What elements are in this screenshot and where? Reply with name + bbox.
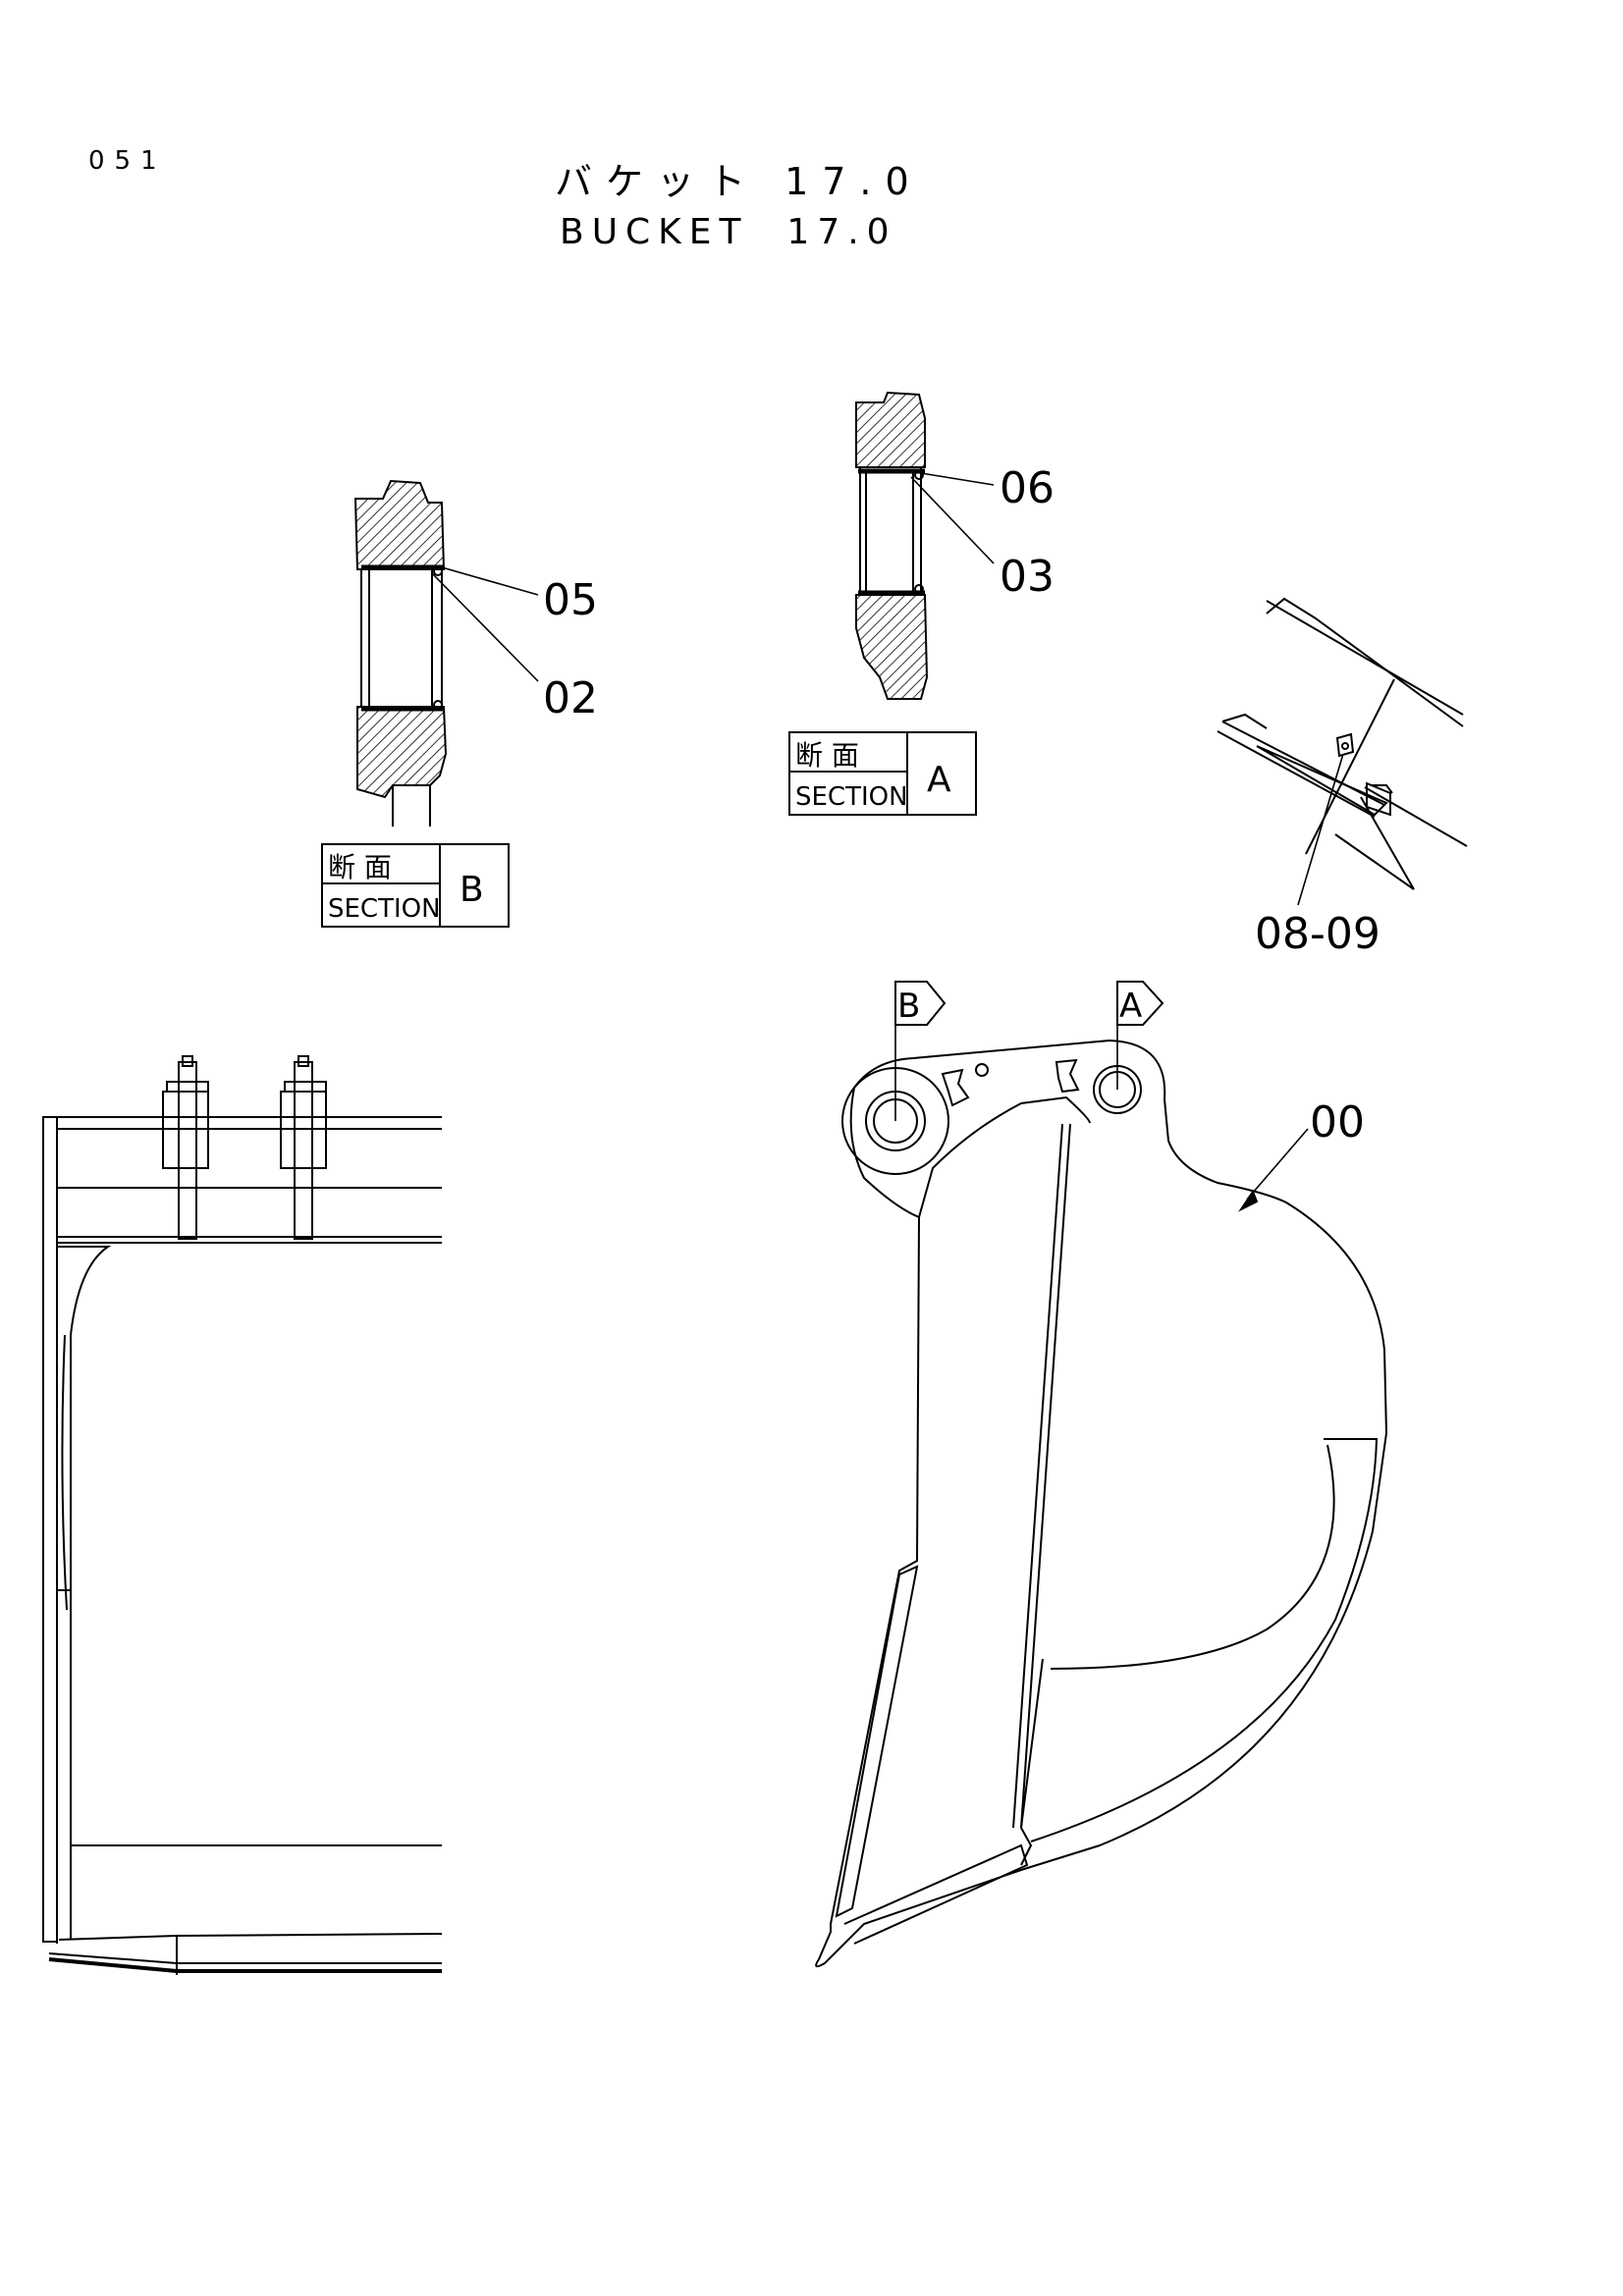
callout-02: 02	[543, 673, 598, 723]
leader-02	[431, 572, 539, 682]
view-marker-b: B	[897, 987, 920, 1026]
bucket-outer-shell	[815, 1039, 1388, 1968]
section-a-upper-boss	[855, 391, 926, 468]
section-b-word: SECTION	[328, 894, 441, 924]
title-japanese: バケット 17.0	[555, 160, 923, 203]
view-marker-a: A	[1119, 987, 1142, 1026]
section-a-detail	[855, 391, 995, 700]
page-number: 051	[88, 146, 167, 176]
leader-06	[920, 472, 995, 486]
section-a-word: SECTION	[795, 782, 908, 812]
section-a-lower-boss	[855, 594, 929, 700]
section-a-letter: A	[927, 760, 951, 800]
callout-06: 06	[1000, 463, 1055, 513]
leader-05	[441, 566, 539, 596]
section-b-lower-boss	[356, 706, 448, 799]
section-b-label: 断 面 SECTION B	[321, 843, 510, 928]
leader-03	[910, 476, 995, 564]
bucket-front-view	[42, 1055, 443, 1975]
callout-00: 00	[1310, 1097, 1365, 1148]
section-b-detail	[353, 479, 539, 827]
leader-08-09	[1297, 753, 1344, 906]
section-b-kanji: 断 面	[328, 851, 392, 883]
callout-03: 03	[1000, 552, 1055, 602]
leader-00	[1246, 1128, 1309, 1201]
section-a-kanji: 断 面	[795, 739, 859, 772]
bucket-side-view	[815, 981, 1388, 1968]
title-english: BUCKET 17.0	[560, 212, 897, 252]
section-b-letter: B	[460, 870, 484, 910]
section-a-label: 断 面 SECTION A	[788, 731, 977, 816]
tooth-pin-detail	[1217, 597, 1468, 906]
section-b-upper-boss	[353, 479, 446, 570]
callout-05: 05	[543, 575, 598, 625]
callout-08-09: 08-09	[1255, 909, 1380, 959]
